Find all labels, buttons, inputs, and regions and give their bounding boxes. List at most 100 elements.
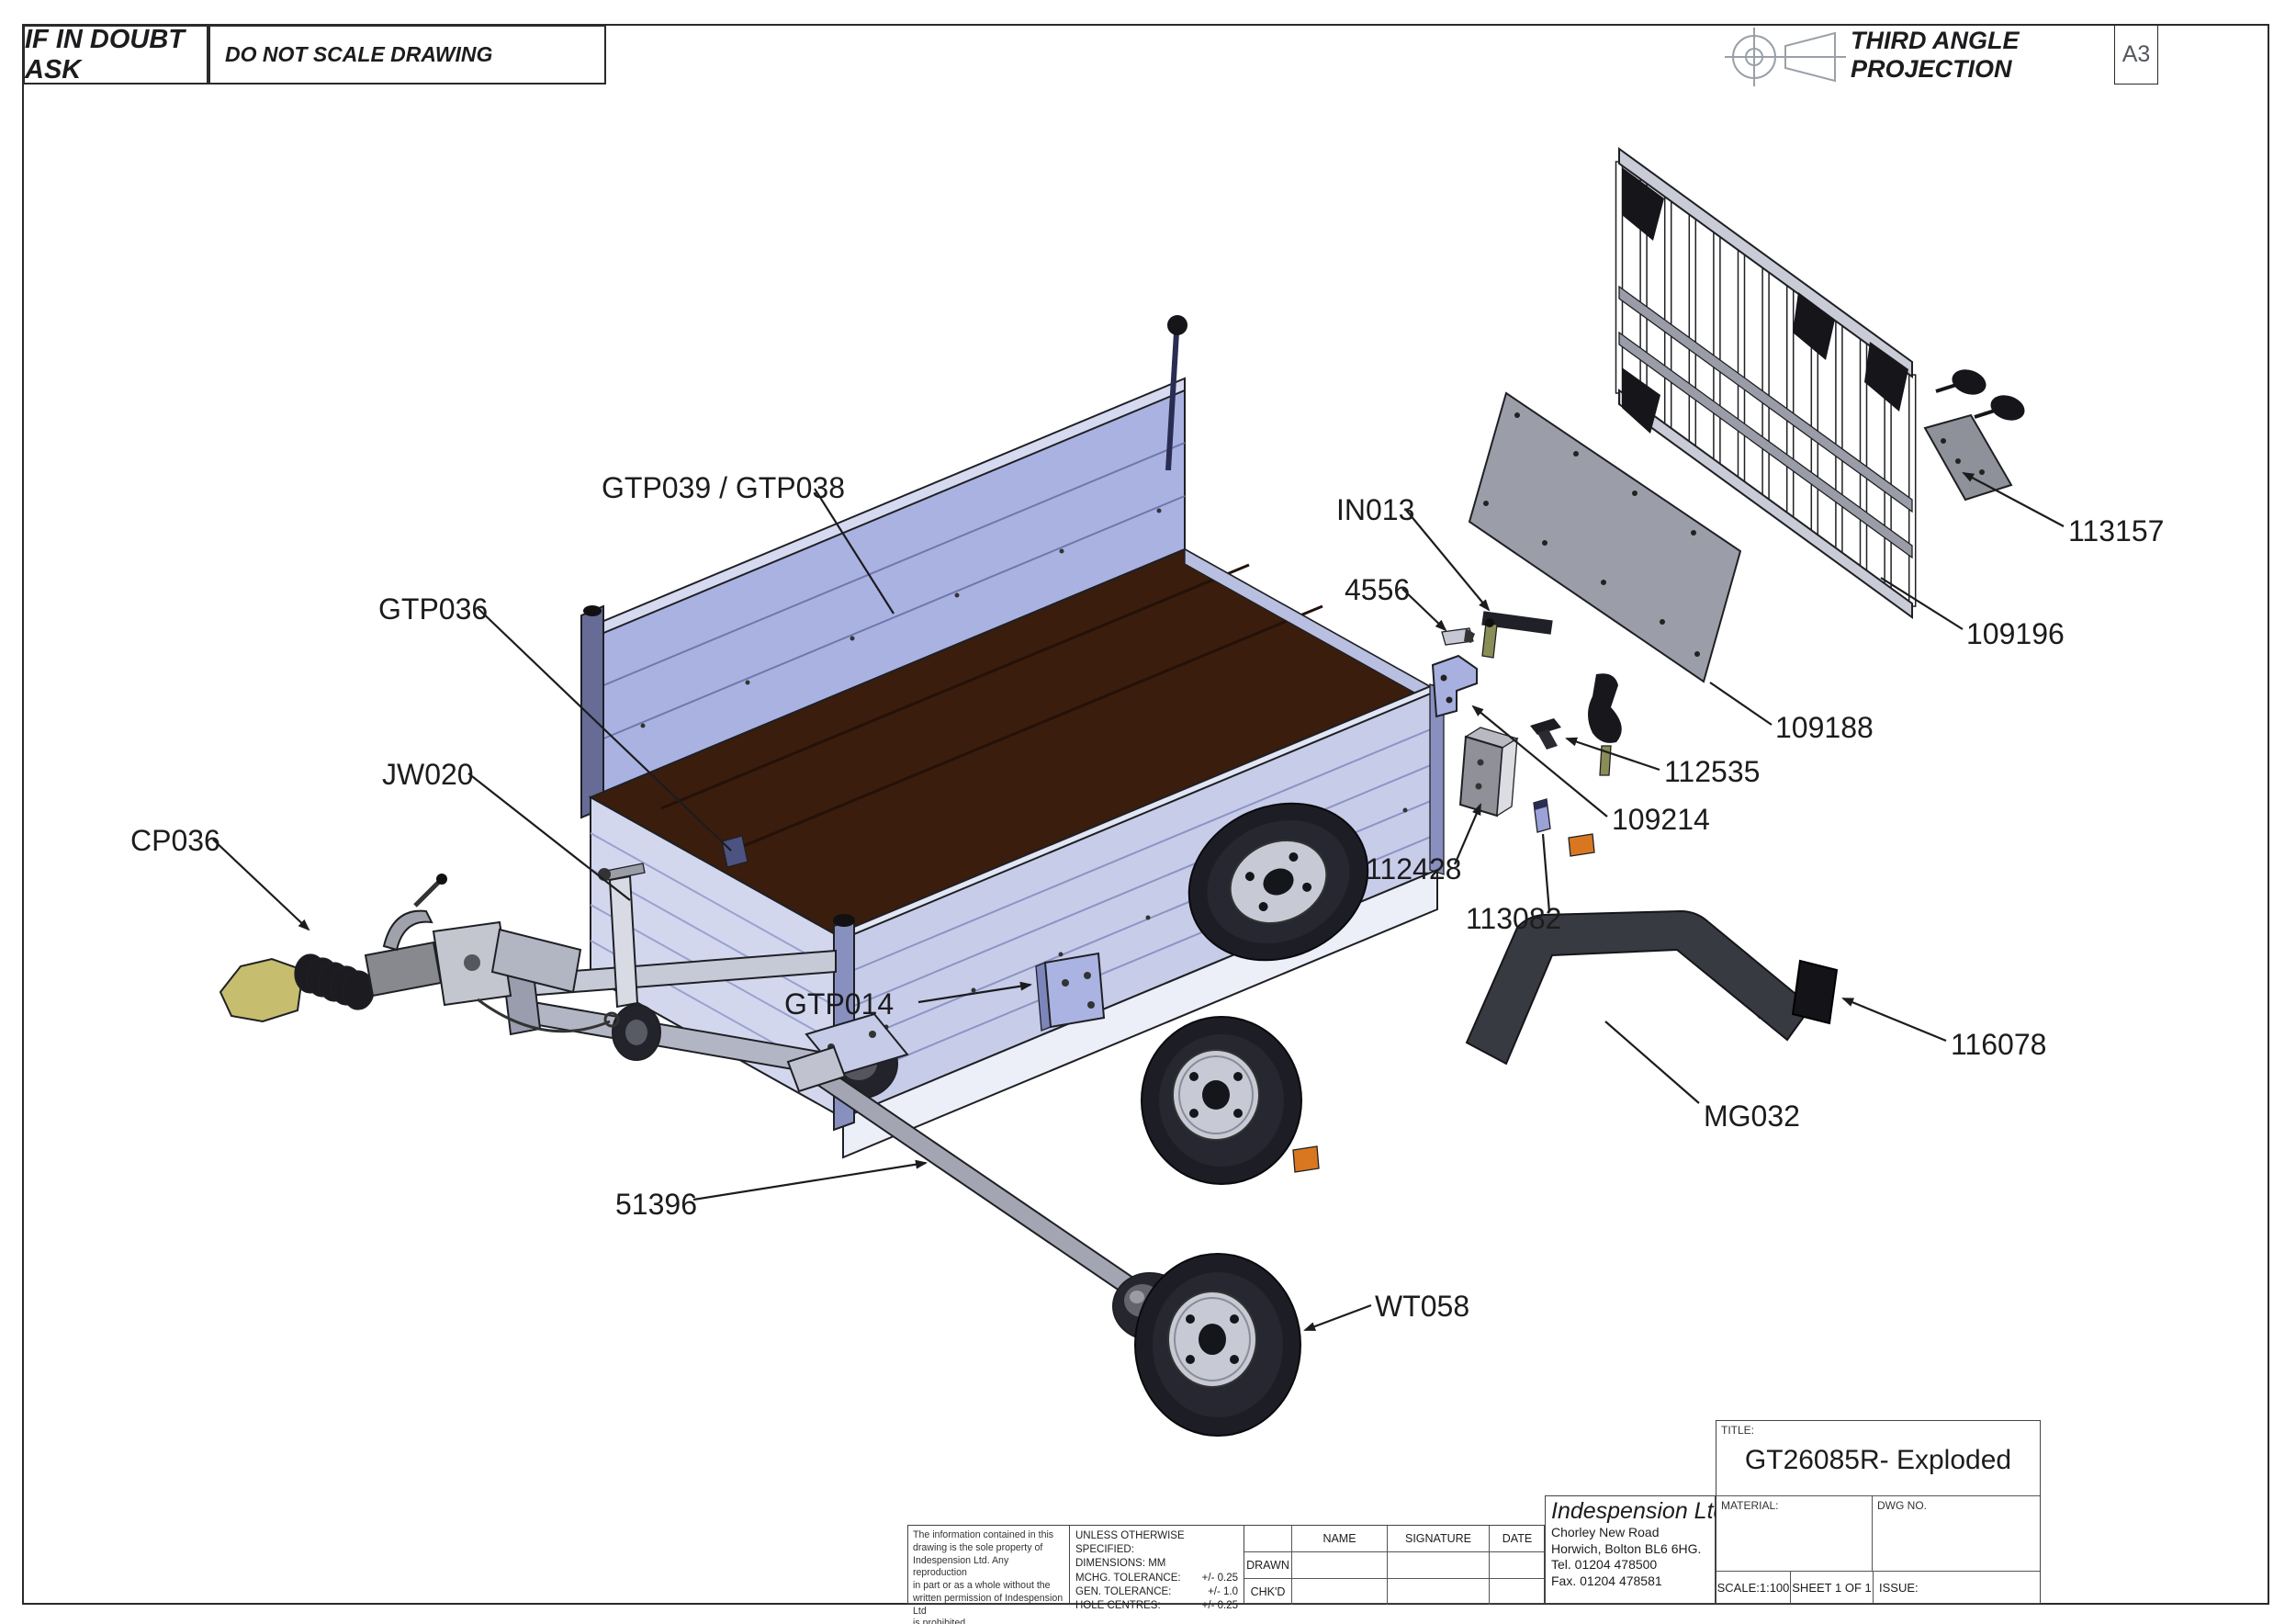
part-label-109188: 109188 xyxy=(1775,711,1874,744)
company-block: Indespension Ltd Chorley New Road Horwic… xyxy=(1545,1495,1726,1604)
part-label-GTP036: GTP036 xyxy=(378,592,488,626)
part-bracket-112535 xyxy=(1530,718,1561,750)
leader-116078 xyxy=(1841,997,1947,1043)
gate-bar xyxy=(1713,231,1721,466)
row-header-drawn: DRAWN xyxy=(1244,1551,1291,1578)
leader-GTP014 xyxy=(917,981,1032,1004)
signature-table: NAME SIGNATURE DATE DRAWN CHK'D xyxy=(1244,1525,1545,1605)
part-plate-113157 xyxy=(1923,369,2025,502)
leader-4556 xyxy=(1401,588,1447,632)
cell-drawn-name xyxy=(1291,1551,1387,1578)
gate-bar xyxy=(1688,214,1697,447)
tolerance-title: UNLESS OTHERWISE SPECIFIED: xyxy=(1075,1530,1185,1556)
col-header-date: DATE xyxy=(1489,1526,1545,1551)
gate-bar xyxy=(1785,285,1795,519)
leader-109214 xyxy=(1471,705,1608,818)
tol-label: HOLE CENTRES: xyxy=(1075,1599,1161,1611)
col-header-name: NAME xyxy=(1291,1526,1387,1551)
tol-value: +/- 1.0 xyxy=(1208,1585,1238,1597)
title-label: TITLE: xyxy=(1721,1424,1755,1437)
stake-knob xyxy=(1167,315,1187,335)
part-label-WT058: WT058 xyxy=(1375,1290,1469,1323)
company-fax: Fax. 01204 478581 xyxy=(1551,1573,1662,1588)
reflector-orange-2 xyxy=(1568,833,1595,857)
part-label-4556: 4556 xyxy=(1345,573,1410,606)
coupling-handle xyxy=(382,909,433,952)
drawing-title: GT26085R- Exploded xyxy=(1744,1445,2012,1475)
company-tel: Tel. 01204 478500 xyxy=(1551,1557,1658,1573)
company-address-1: Chorley New Road xyxy=(1551,1525,1660,1539)
part-bracket-gtp014 xyxy=(1035,952,1106,1032)
leader-WT058 xyxy=(1303,1303,1372,1332)
part-label-CP036: CP036 xyxy=(130,824,220,857)
part-label-109214: 109214 xyxy=(1612,803,1710,836)
part-bracket-109214 xyxy=(1431,654,1478,718)
leader-112428 xyxy=(1453,803,1482,865)
corner-hinge-bracket xyxy=(721,835,748,868)
leader-109196 xyxy=(1880,577,1964,630)
part-label-GTP014: GTP014 xyxy=(784,987,894,1021)
leader-112535 xyxy=(1565,737,1660,772)
projection-label: THIRD ANGLE PROJECTION xyxy=(1851,26,2020,83)
handbrake-lever xyxy=(1588,673,1622,776)
part-label-IN013: IN013 xyxy=(1336,493,1414,526)
gate-bar xyxy=(1663,196,1672,430)
tolerance-block: UNLESS OTHERWISE SPECIFIED: DIMENSIONS: … xyxy=(1070,1525,1244,1611)
cell-drawn-date xyxy=(1489,1551,1545,1578)
tol-value: +/- 0.25 xyxy=(1201,1572,1238,1584)
leader-MG032 xyxy=(1604,1021,1700,1104)
part-label-51396: 51396 xyxy=(615,1188,697,1221)
third-angle-projection-icon xyxy=(1725,28,1846,86)
trailer-assembly xyxy=(501,315,1445,1159)
part-plate-116078 xyxy=(1791,959,1839,1025)
if-in-doubt-box: IF IN DOUBT ASK xyxy=(23,25,208,85)
gate-bar xyxy=(1835,321,1843,554)
jockey-wheel xyxy=(598,863,661,1061)
do-not-scale-box: DO NOT SCALE DRAWING xyxy=(208,25,606,85)
cell-chkd-date xyxy=(1489,1578,1545,1605)
part-coupling-cp036 xyxy=(219,874,620,1033)
cell-drawn-signature xyxy=(1387,1551,1489,1578)
cell-chkd-signature xyxy=(1387,1578,1489,1605)
part-label-JW020: JW020 xyxy=(382,758,474,791)
leader-JW020 xyxy=(467,773,631,901)
mounted-wheel xyxy=(1187,802,1369,962)
tol-label: GEN. TOLERANCE: xyxy=(1075,1585,1172,1597)
part-label-MG032: MG032 xyxy=(1704,1100,1800,1133)
leader-109188 xyxy=(1709,682,1773,726)
gate-bar xyxy=(1908,374,1917,607)
material-label: MATERIAL: xyxy=(1721,1499,1779,1513)
leader-GTP039 / GTP038 xyxy=(814,488,895,615)
empty-cell xyxy=(1244,1526,1291,1551)
part-clip-4556 xyxy=(1441,627,1475,646)
title-block: TITLE: GT26085R- Exploded MATERIAL: DWG … xyxy=(1716,1420,2041,1604)
part-hinge-in013 xyxy=(1481,611,1553,659)
spare-wheel xyxy=(1141,1016,1302,1185)
breakaway-cable xyxy=(477,998,611,1033)
cell-chkd-name xyxy=(1291,1578,1387,1605)
part-clip-113082 xyxy=(1533,798,1551,833)
leader-113082 xyxy=(1541,833,1551,913)
part-panel-109188 xyxy=(1468,391,1742,683)
sheet-size-badge: A3 xyxy=(2114,25,2158,85)
part-label-112535: 112535 xyxy=(1664,755,1760,788)
company-address-2: Horwich, Bolton BL6 6HG. xyxy=(1551,1540,1702,1556)
col-header-signature: SIGNATURE xyxy=(1387,1526,1489,1551)
page-border xyxy=(22,24,2269,1605)
leader-113157 xyxy=(1962,472,2065,527)
gate-bar xyxy=(1615,161,1624,394)
part-label-109196: 109196 xyxy=(1966,617,2065,650)
part-gate-109196 xyxy=(1615,147,1917,619)
tolerance-dimensions: DIMENSIONS: MM xyxy=(1075,1558,1166,1570)
gate-bar xyxy=(1761,267,1770,501)
property-notes: The information contained in this drawin… xyxy=(907,1525,1070,1624)
part-lamp-112428 xyxy=(1458,727,1519,818)
reflector-orange xyxy=(1292,1145,1320,1173)
leader-GTP036 xyxy=(477,607,732,851)
dwg-no-label: DWG NO. xyxy=(1877,1499,1927,1513)
part-labels: GTP039 / GTP038GTP036JW020CP036GTP014513… xyxy=(130,471,2164,1323)
part-label-112428: 112428 xyxy=(1366,852,1461,885)
gate-bar xyxy=(1737,249,1746,483)
